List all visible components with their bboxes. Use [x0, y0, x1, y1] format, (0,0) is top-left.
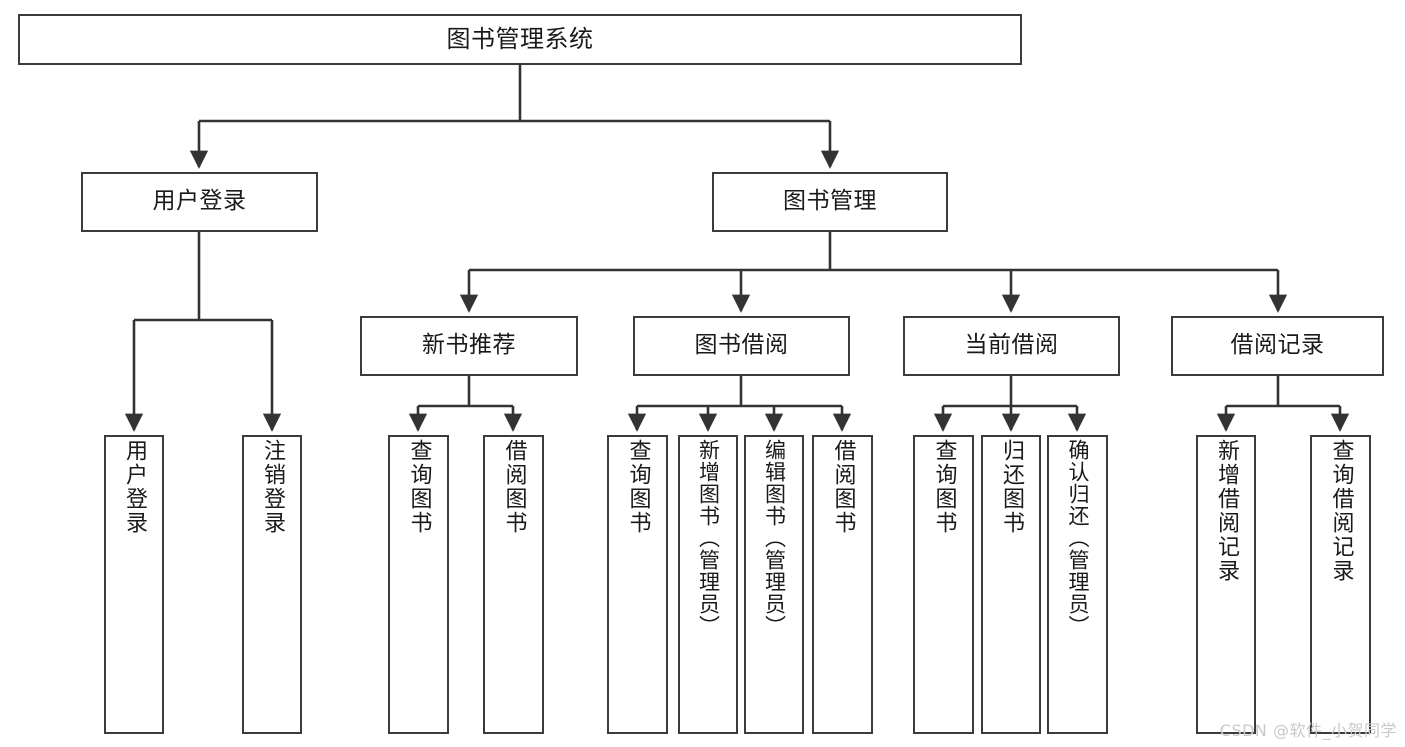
node-leaf-return-book[interactable]: 归还图书 [981, 435, 1041, 734]
node-current-borrow-label: 当前借阅 [964, 332, 1059, 359]
node-new-book-rec-label: 新书推荐 [422, 332, 516, 359]
node-leaf-confirm-return-label: 确认归还（管理员） [1066, 439, 1090, 637]
node-leaf-user-login-label: 用户登录 [122, 439, 147, 535]
node-book-manage[interactable]: 图书管理 [712, 172, 948, 232]
node-book-borrow-label: 图书借阅 [694, 332, 789, 359]
node-leaf-user-login[interactable]: 用户登录 [104, 435, 164, 734]
node-leaf-query-book-2[interactable]: 查询图书 [607, 435, 668, 734]
node-leaf-query-record-label: 查询借阅记录 [1328, 439, 1354, 583]
node-leaf-query-record[interactable]: 查询借阅记录 [1310, 435, 1371, 734]
node-leaf-add-book[interactable]: 新增图书（管理员） [678, 435, 738, 734]
node-leaf-query-book-2-label: 查询图书 [625, 439, 651, 535]
node-leaf-confirm-return[interactable]: 确认归还（管理员） [1047, 435, 1108, 734]
node-leaf-add-book-label: 新增图书（管理员） [696, 439, 721, 637]
node-leaf-add-record[interactable]: 新增借阅记录 [1196, 435, 1256, 734]
node-root-label: 图书管理系统 [446, 25, 594, 54]
node-borrow-record[interactable]: 借阅记录 [1171, 316, 1384, 376]
node-leaf-query-book-1-label: 查询图书 [406, 439, 432, 535]
node-leaf-edit-book-label: 编辑图书（管理员） [762, 439, 787, 637]
node-book-borrow[interactable]: 图书借阅 [633, 316, 850, 376]
node-current-borrow[interactable]: 当前借阅 [903, 316, 1120, 376]
node-leaf-query-book-3[interactable]: 查询图书 [913, 435, 974, 734]
node-book-manage-label: 图书管理 [783, 188, 877, 215]
node-root[interactable]: 图书管理系统 [18, 14, 1022, 65]
node-user-login[interactable]: 用户登录 [81, 172, 318, 232]
node-new-book-rec[interactable]: 新书推荐 [360, 316, 578, 376]
node-borrow-record-label: 借阅记录 [1230, 332, 1325, 359]
node-leaf-edit-book[interactable]: 编辑图书（管理员） [744, 435, 804, 734]
node-user-login-label: 用户登录 [152, 188, 247, 215]
node-leaf-borrow-book-1[interactable]: 借阅图书 [483, 435, 544, 734]
node-leaf-logout[interactable]: 注销登录 [242, 435, 302, 734]
node-leaf-borrow-book-2-label: 借阅图书 [830, 439, 856, 535]
node-leaf-logout-label: 注销登录 [260, 439, 285, 535]
node-leaf-add-record-label: 新增借阅记录 [1214, 439, 1239, 583]
node-leaf-return-book-label: 归还图书 [999, 439, 1024, 535]
node-leaf-borrow-book-2[interactable]: 借阅图书 [812, 435, 873, 734]
csdn-watermark: CSDN @软件_小贺同学 [1219, 721, 1397, 740]
node-leaf-query-book-1[interactable]: 查询图书 [388, 435, 449, 734]
node-leaf-borrow-book-1-label: 借阅图书 [501, 439, 527, 535]
node-leaf-query-book-3-label: 查询图书 [931, 439, 957, 535]
